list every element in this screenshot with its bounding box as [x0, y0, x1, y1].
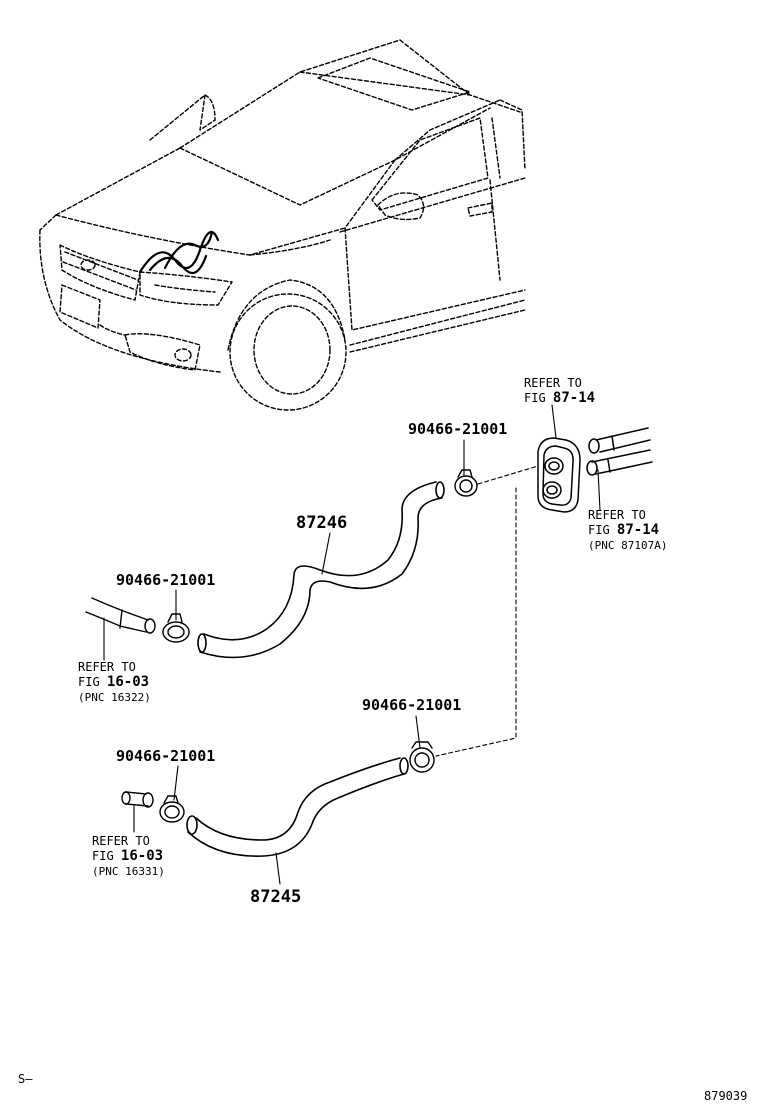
ref-engine-upper-fig-prefix: FIG	[78, 675, 100, 689]
hose-87245	[186, 757, 409, 857]
ref-pipes: REFER TO FIG 87-14 (PNC 87107A)	[588, 508, 667, 553]
ref-engine-lower-line1: REFER TO	[92, 834, 150, 848]
clamp-lower-left	[159, 795, 185, 823]
part-number-clamp-lower-right: 90466-21001	[362, 696, 462, 714]
part-number-hose-87245: 87245	[250, 887, 302, 907]
part-number-clamp-upper-right: 90466-21001	[408, 420, 508, 438]
hose-87246	[197, 481, 445, 659]
ref-pipes-pnc: (PNC 87107A)	[588, 539, 668, 552]
grommet-part	[537, 437, 581, 513]
ref-pipes-line1: REFER TO	[588, 508, 646, 522]
part-number-clamp-upper-left: 90466-21001	[116, 571, 216, 589]
leader-lines	[103, 404, 601, 885]
car-illustration	[39, 39, 526, 411]
ref-grommet-line1: REFER TO	[524, 376, 582, 390]
page-mark: S–	[18, 1072, 33, 1086]
part-number-hose-87246: 87246	[296, 513, 348, 533]
ref-pipes-fig-prefix: FIG	[588, 523, 610, 537]
ref-grommet-fig: 87-14	[552, 390, 596, 406]
clamp-lower-right	[409, 741, 435, 773]
ref-engine-lower: REFER TO FIG 16-03 (PNC 16331)	[92, 834, 165, 879]
ref-engine-upper: REFER TO FIG 16-03 (PNC 16322)	[78, 660, 151, 705]
engine-pipe-lower	[121, 791, 154, 808]
ref-grommet: REFER TO FIG 87-14	[524, 376, 595, 406]
clamp-upper-right	[454, 469, 478, 497]
ref-engine-lower-fig-prefix: FIG	[92, 849, 114, 863]
dashed-connectors	[435, 465, 539, 757]
engine-pipe-upper	[85, 597, 156, 634]
ref-pipes-fig: 87-14	[616, 522, 660, 538]
part-number-clamp-lower-left: 90466-21001	[116, 747, 216, 765]
engine-hose-sketch	[138, 230, 220, 275]
ref-grommet-fig-prefix: FIG	[524, 391, 546, 405]
ref-engine-upper-fig: 16-03	[106, 674, 150, 690]
heater-pipes	[586, 427, 653, 476]
ref-engine-upper-pnc: (PNC 16322)	[78, 691, 151, 704]
ref-engine-lower-pnc: (PNC 16331)	[92, 865, 165, 878]
figure-id: 879039	[704, 1089, 748, 1103]
ref-engine-upper-line1: REFER TO	[78, 660, 136, 674]
ref-engine-lower-fig: 16-03	[120, 848, 164, 864]
